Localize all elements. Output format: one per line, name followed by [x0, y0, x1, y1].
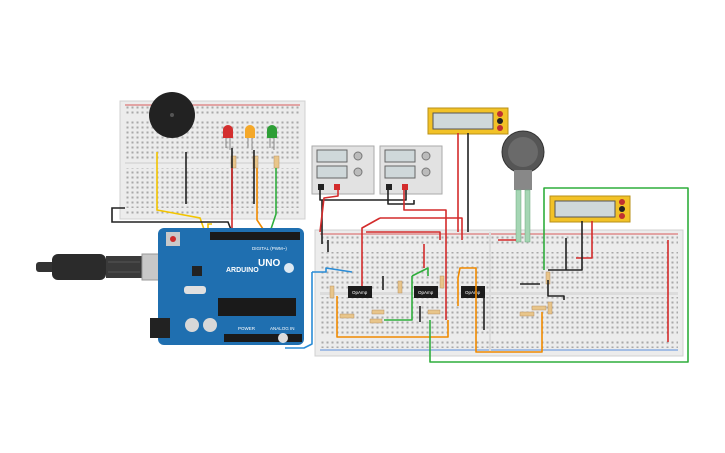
opamp-3[interactable]: OpAmp — [461, 286, 485, 298]
resistors-main[interactable] — [329, 271, 553, 324]
arduino-brand-label: ARDUINO — [226, 267, 259, 274]
analog-header-label: ANALOG IN — [270, 326, 295, 331]
resistor-led-3[interactable] — [273, 155, 280, 169]
power-supply-1[interactable] — [311, 145, 375, 195]
multimeter-1[interactable] — [427, 107, 509, 135]
led-green[interactable] — [267, 125, 277, 150]
multimeter-2[interactable] — [549, 195, 631, 223]
opamp-3-label: OpAmp — [465, 290, 481, 295]
digital-header-label: DIGITAL (PWM~) — [252, 246, 287, 251]
opamp-1-label: OpAmp — [352, 290, 368, 295]
usb-cable — [36, 253, 173, 281]
opamp-2-label: OpAmp — [418, 290, 434, 295]
opamp-1[interactable]: OpAmp — [348, 286, 372, 298]
resistor-led-1[interactable] — [230, 155, 237, 169]
main-wires — [285, 133, 689, 363]
piezo-buzzer[interactable] — [149, 92, 195, 138]
opamp-2[interactable]: OpAmp — [414, 286, 438, 298]
arduino-model-label: UNO — [258, 258, 280, 269]
main-breadboard[interactable] — [314, 229, 684, 357]
led-yellow[interactable] — [245, 125, 255, 150]
power-supply-2[interactable] — [379, 145, 443, 195]
resistor-led-2[interactable] — [252, 155, 259, 169]
power-header-label: POWER — [238, 326, 256, 331]
led-red[interactable] — [223, 125, 233, 150]
small-board-wires — [111, 148, 277, 233]
force-sensor[interactable] — [501, 130, 545, 243]
arduino-uno-board[interactable]: ARDUINO UNO DIGITAL (PWM~) POWER ANALOG … — [150, 228, 304, 345]
